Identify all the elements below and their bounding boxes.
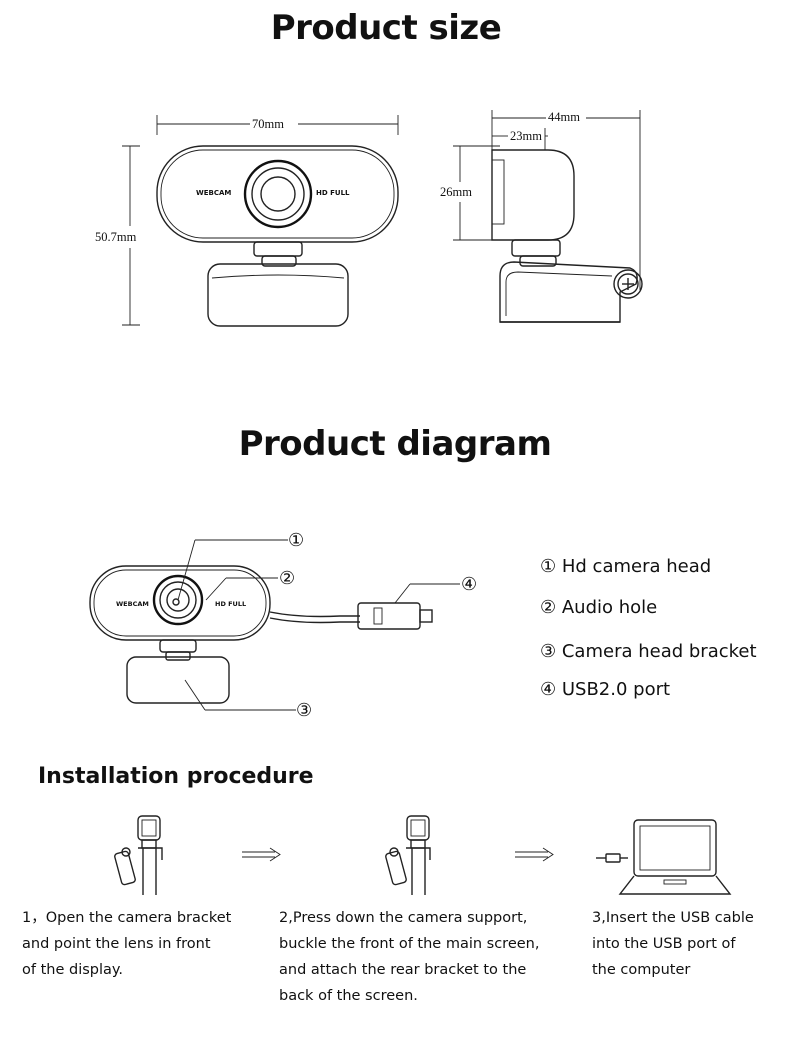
head-height-dimension-label: 26mm — [440, 185, 472, 199]
step-1-text: 1，Open the camera bracket and point the … — [22, 905, 231, 983]
head-depth-dimension-label: 23mm — [510, 129, 542, 143]
callout-4: ④ — [461, 574, 478, 595]
product-diagram-title: Product diagram — [238, 424, 552, 464]
callout-1: ① — [288, 530, 305, 551]
legend-item-bracket: ③ Camera head bracket — [540, 641, 757, 662]
webcam-brand-label: WEBCAM — [196, 189, 232, 197]
step-2-line-4: back of the screen. — [279, 988, 418, 1004]
installation-title: Installation procedure — [38, 764, 314, 789]
legend-item-camera-head: ① Hd camera head — [540, 556, 712, 577]
diagram-hd-full-label: HD FULL — [215, 600, 247, 608]
depth-dimension-label: 44mm — [548, 110, 580, 124]
legend-item-audio-hole: ② Audio hole — [540, 597, 658, 618]
legend-item-usb-port: ④ USB2.0 port — [540, 679, 671, 700]
step-2-line-2: buckle the front of the main screen, — [279, 936, 540, 952]
step-3-text: 3,Insert the USB cable into the USB port… — [592, 905, 754, 983]
diagram-webcam-brand-label: WEBCAM — [116, 600, 149, 608]
step-2-line-3: and attach the rear bracket to the — [279, 962, 527, 978]
step-3-line-2: into the USB port of — [592, 936, 736, 952]
width-dimension-label: 70mm — [252, 117, 284, 131]
hd-full-label: HD FULL — [316, 189, 350, 197]
height-dimension-label: 50.7mm — [95, 230, 137, 244]
step-1-line-2: and point the lens in front — [22, 936, 211, 952]
callout-3: ③ — [296, 700, 313, 721]
step-1-line-3: of the display. — [22, 962, 124, 978]
step-2-line-1: 2,Press down the camera support, — [279, 910, 528, 926]
step-1-line-1: 1，Open the camera bracket — [22, 910, 232, 926]
step-2-text: 2,Press down the camera support, buckle … — [279, 905, 539, 1009]
product-size-title: Product size — [270, 8, 502, 48]
step-3-line-1: 3,Insert the USB cable — [592, 910, 754, 926]
step-3-line-3: the computer — [592, 962, 691, 978]
callout-2: ② — [279, 568, 296, 589]
